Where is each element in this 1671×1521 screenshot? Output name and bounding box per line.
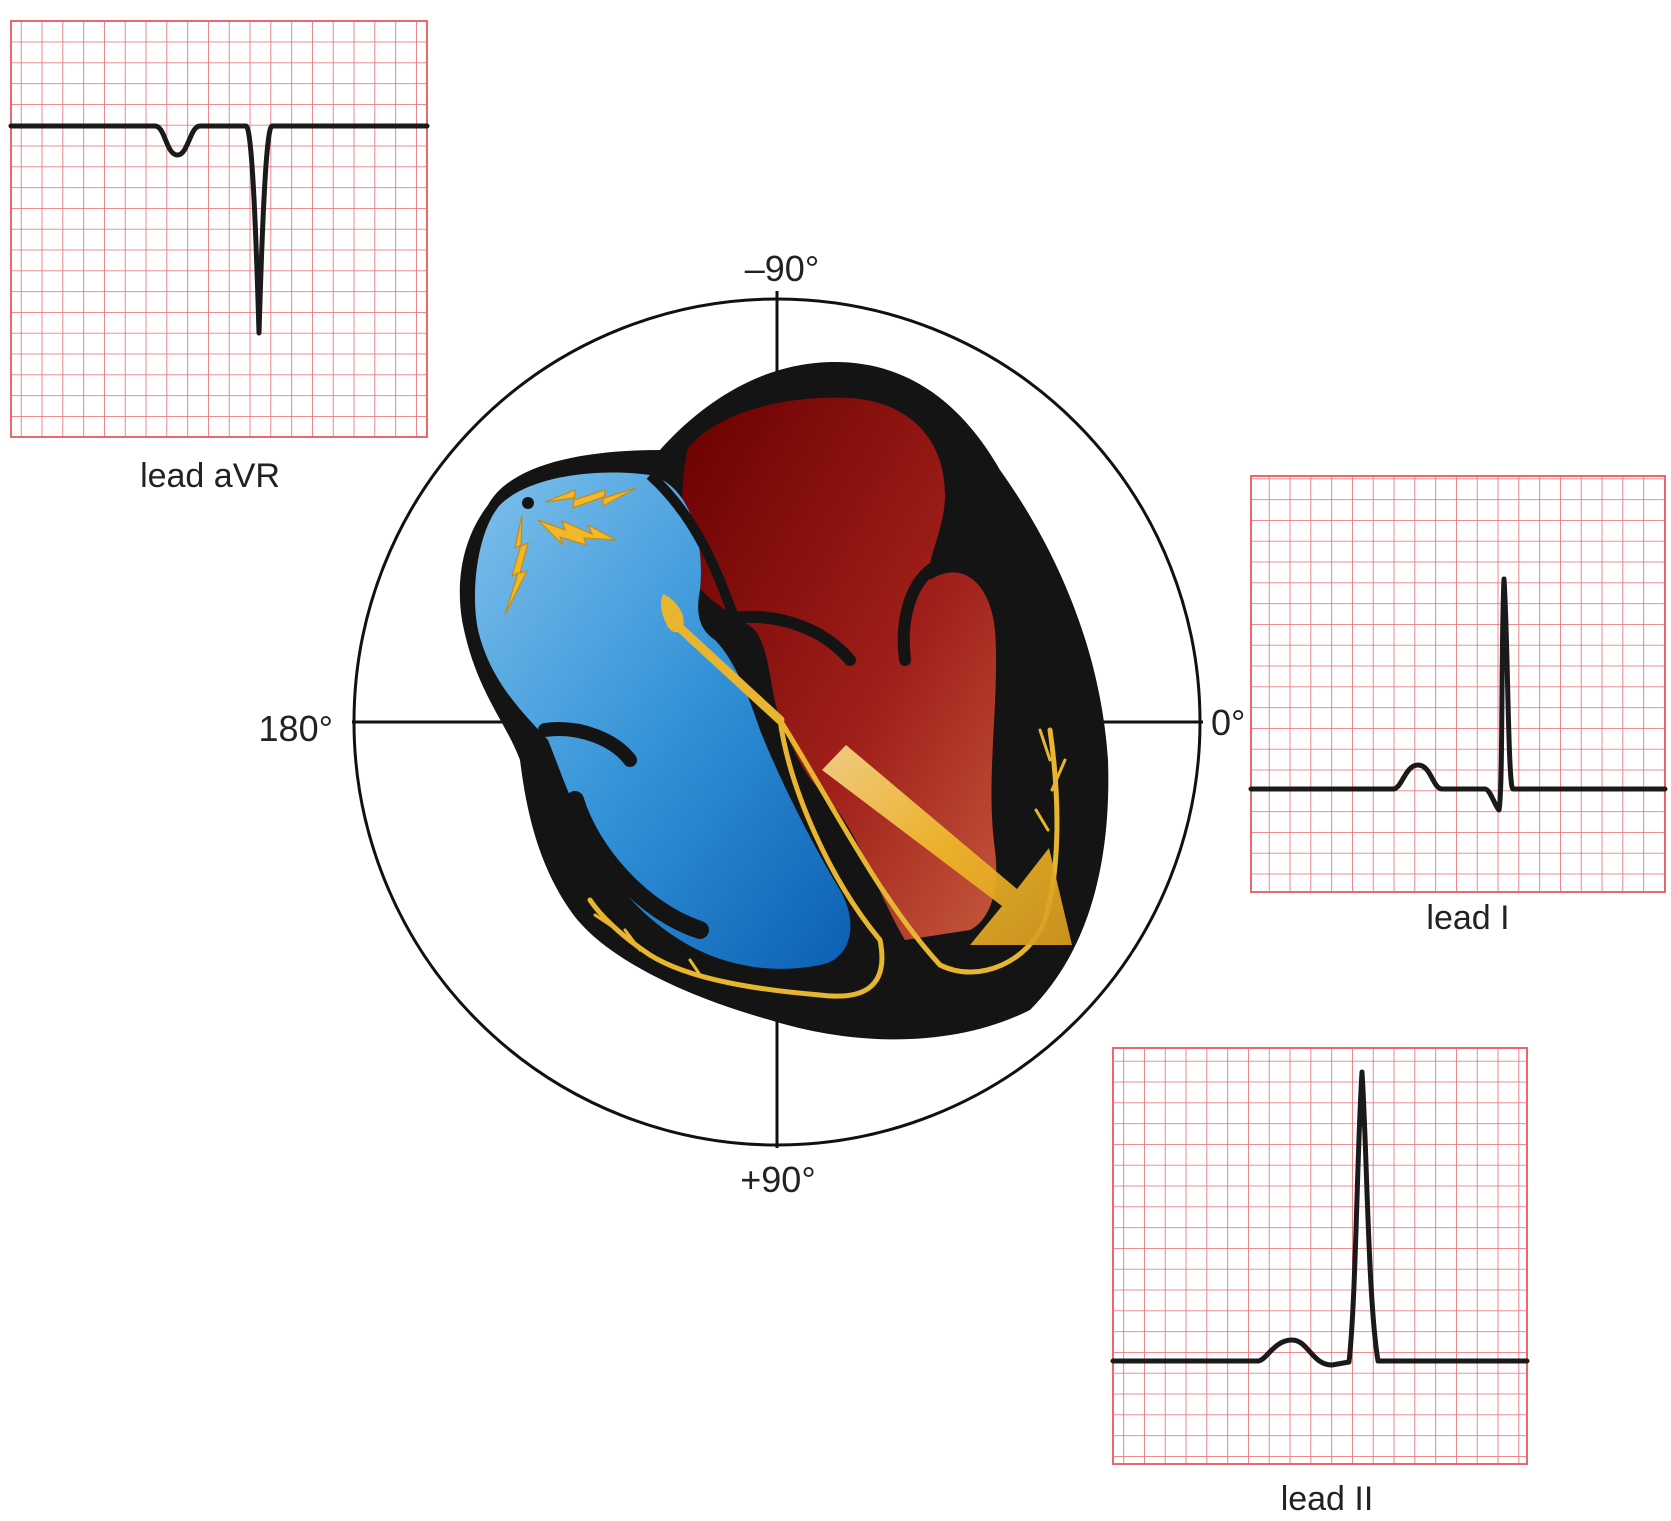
heart-illustration: [459, 362, 1109, 1040]
ecg-panel-lead-ii: lead II: [1110, 1047, 1530, 1518]
left-heart-chambers: [682, 397, 997, 941]
impulse-bolt-3: [504, 514, 529, 616]
septum-detail: [646, 471, 740, 622]
av-node-bulb: [660, 594, 684, 633]
ecg-panel-lead-i: lead I: [1248, 475, 1668, 937]
ecg-grid-lead-i: [1250, 475, 1666, 893]
ecg-trace-lead-i: [1248, 576, 1668, 813]
right-bundle-branch: [587, 717, 885, 999]
bundle-of-his: [675, 623, 785, 725]
left-bundle-branch: [777, 717, 1060, 975]
ecg-panel-avr: lead aVR: [8, 20, 430, 495]
purkinje-fibers-left: [1034, 728, 1067, 832]
sinus-impulse-bolts: [504, 487, 637, 616]
mean-qrs-axis-arrow: [822, 745, 1072, 945]
ecg-grid-lead-ii: [1112, 1047, 1528, 1465]
trabeculae-detail: [566, 791, 709, 939]
impulse-bolt-1: [544, 487, 637, 509]
lead-avr-label: lead aVR: [140, 457, 280, 495]
papillary-detail: [538, 722, 637, 767]
axis-label-top: –90°: [745, 248, 819, 289]
right-heart-chambers: [474, 472, 851, 969]
ecg-trace-avr: [8, 123, 430, 336]
axis-label-bottom: +90°: [740, 1159, 815, 1200]
lead-ii-label: lead II: [1281, 1480, 1374, 1518]
lead-i-label: lead I: [1426, 899, 1509, 937]
ecg-grid-avr: [10, 20, 428, 438]
purkinje-fibers-right: [593, 913, 702, 977]
axis-label-right: 0°: [1211, 702, 1245, 743]
axis-label-left: 180°: [259, 708, 333, 749]
sa-node: [522, 497, 534, 509]
valve-detail-left: [714, 611, 856, 666]
impulse-bolt-2: [537, 519, 617, 546]
conduction-system: [587, 594, 1067, 999]
valve-detail-right: [897, 559, 944, 666]
ecg-trace-lead-ii: [1110, 1069, 1530, 1368]
